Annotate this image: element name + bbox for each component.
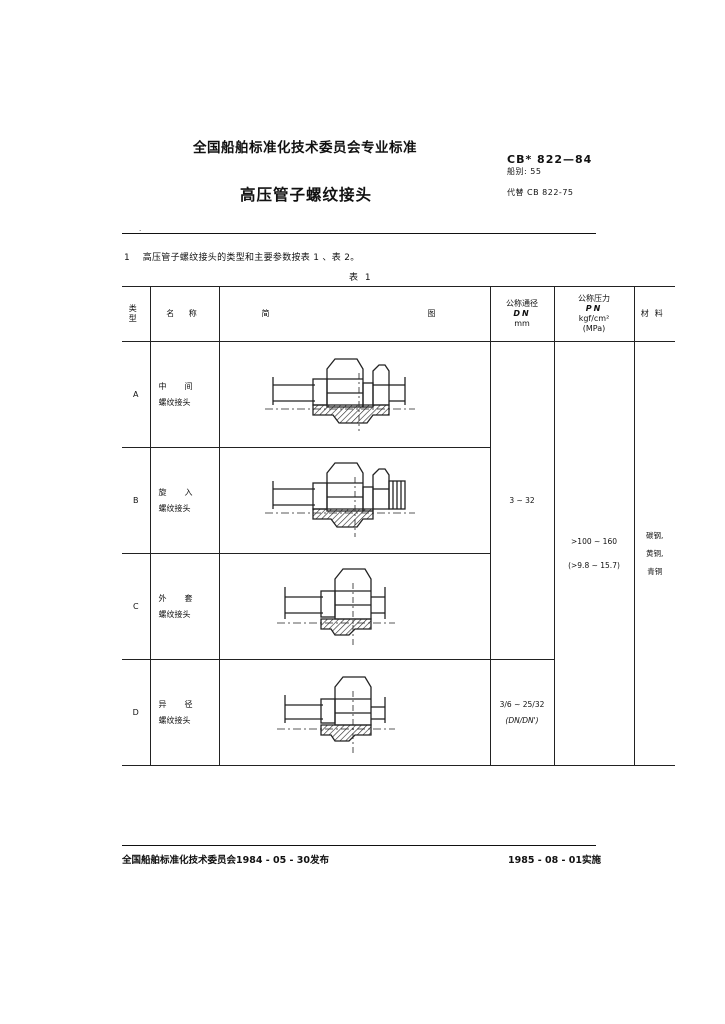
figure-cell xyxy=(218,447,490,554)
type-cell: C xyxy=(122,553,151,660)
pn-range-mpa: (>9.8 ~ 15.7) xyxy=(568,560,620,570)
header-dn: 公称通径 DN mm xyxy=(489,286,555,342)
name-char: 异 xyxy=(158,699,167,709)
name-char: 径 xyxy=(184,699,193,709)
intro-clause: 1 高压管子螺纹接头的类型和主要参数按表 1 、表 2。 xyxy=(124,250,360,263)
material-item: 碳钢, xyxy=(646,530,664,540)
header-dn-unit: mm xyxy=(514,319,530,328)
header-pn-unit-si: (MPa) xyxy=(582,324,606,333)
name-char: 中 xyxy=(158,381,167,391)
table-row: A 中 间 螺纹接头 3 ~ 32 xyxy=(122,341,675,766)
header-figure-left: 简 xyxy=(261,309,270,318)
figure-cell xyxy=(218,341,491,448)
table-row: C 外 套 螺纹接头 xyxy=(122,553,675,660)
dn-range-d: 3/6 ~ 25/32 xyxy=(499,699,545,709)
type-cell: B xyxy=(122,447,151,554)
table-header-row: 类型 名 称 简 图 公称通径 DN mm 公称压力 PN kgf/cm² (M… xyxy=(122,286,675,342)
union-fitting-c-icon xyxy=(276,567,395,645)
effective-date: 1985 - 08 - 01实施 xyxy=(508,855,601,866)
figure-cell xyxy=(218,659,491,766)
header-type: 类型 xyxy=(122,286,151,342)
pn-cell: >100 ~ 160 (>9.8 ~ 15.7) xyxy=(553,341,635,766)
header-rule xyxy=(122,233,596,234)
name-cell: 异 径 螺纹接头 xyxy=(149,659,220,766)
name-cell: 旋 入 螺纹接头 xyxy=(149,447,220,554)
union-fitting-d-icon xyxy=(276,675,395,753)
replaces-standard: 代替 CB 822-75 xyxy=(507,188,574,197)
name-suffix: 螺纹接头 xyxy=(158,503,191,513)
header-pn-symbol: PN xyxy=(585,304,603,313)
type-cell: D xyxy=(122,659,151,766)
material-item: 黄铜, xyxy=(646,548,664,558)
type-cell: A xyxy=(122,341,151,448)
header-name: 名 称 xyxy=(149,286,220,342)
figure-cell xyxy=(218,553,490,660)
name-char: 外 xyxy=(158,593,167,603)
header-pn-unit: kgf/cm² xyxy=(578,314,610,323)
name-char: 间 xyxy=(184,381,193,391)
header-dn-symbol: DN xyxy=(513,309,531,318)
material-cell: 碳钢, 黄铜, 青铜 xyxy=(633,341,675,766)
header-material: 材料 xyxy=(633,286,675,342)
table-caption: 表 1 xyxy=(349,273,373,283)
name-char: 入 xyxy=(184,487,193,497)
standard-code: CB* 822—84 xyxy=(507,153,593,166)
table-row: B 旋 入 螺纹接头 xyxy=(122,447,675,554)
name-char: 旋 xyxy=(158,487,167,497)
union-fitting-b-icon xyxy=(264,461,415,537)
dn-cell-d: 3/6 ~ 25/32 (DN/DN') xyxy=(489,659,554,766)
issue-date: 全国船舶标准化技术委员会1984 - 05 - 30发布 xyxy=(122,855,329,866)
dn-cell-abc: 3 ~ 32 xyxy=(489,341,555,660)
clause-text: 高压管子螺纹接头的类型和主要参数按表 1 、表 2。 xyxy=(142,253,360,263)
dn-note-d: (DN/DN') xyxy=(505,715,539,725)
name-suffix: 螺纹接头 xyxy=(158,397,191,407)
name-suffix: 螺纹接头 xyxy=(158,715,191,725)
document-title: 高压管子螺纹接头 xyxy=(240,186,373,204)
header-figure: 简 图 xyxy=(218,286,491,342)
classification-code: 船别: 55 xyxy=(507,167,542,176)
organization-heading: 全国船舶标准化技术委员会专业标准 xyxy=(193,140,417,156)
name-cell: 中 间 螺纹接头 xyxy=(149,341,220,448)
union-fitting-a-icon xyxy=(264,357,415,431)
header-pn-label: 公称压力 xyxy=(578,294,610,303)
margin-mark: · xyxy=(139,227,142,235)
name-suffix: 螺纹接头 xyxy=(158,609,191,619)
header-dn-label: 公称通径 xyxy=(506,299,538,308)
name-cell: 外 套 螺纹接头 xyxy=(149,553,220,660)
pn-range: >100 ~ 160 xyxy=(571,536,617,546)
table-row: D 异径 螺纹接头 3/6 ~ 25/32 (DN/DN xyxy=(122,659,675,766)
footer-rule xyxy=(122,845,596,846)
spec-table: 类型 名 称 简 图 公称通径 DN mm 公称压力 PN kgf/cm² (M… xyxy=(122,286,675,766)
header-pn: 公称压力 PN kgf/cm² (MPa) xyxy=(553,286,635,342)
clause-number: 1 xyxy=(124,253,131,263)
name-char: 套 xyxy=(184,593,193,603)
header-figure-right: 图 xyxy=(427,309,436,318)
material-item: 青铜 xyxy=(647,566,663,576)
